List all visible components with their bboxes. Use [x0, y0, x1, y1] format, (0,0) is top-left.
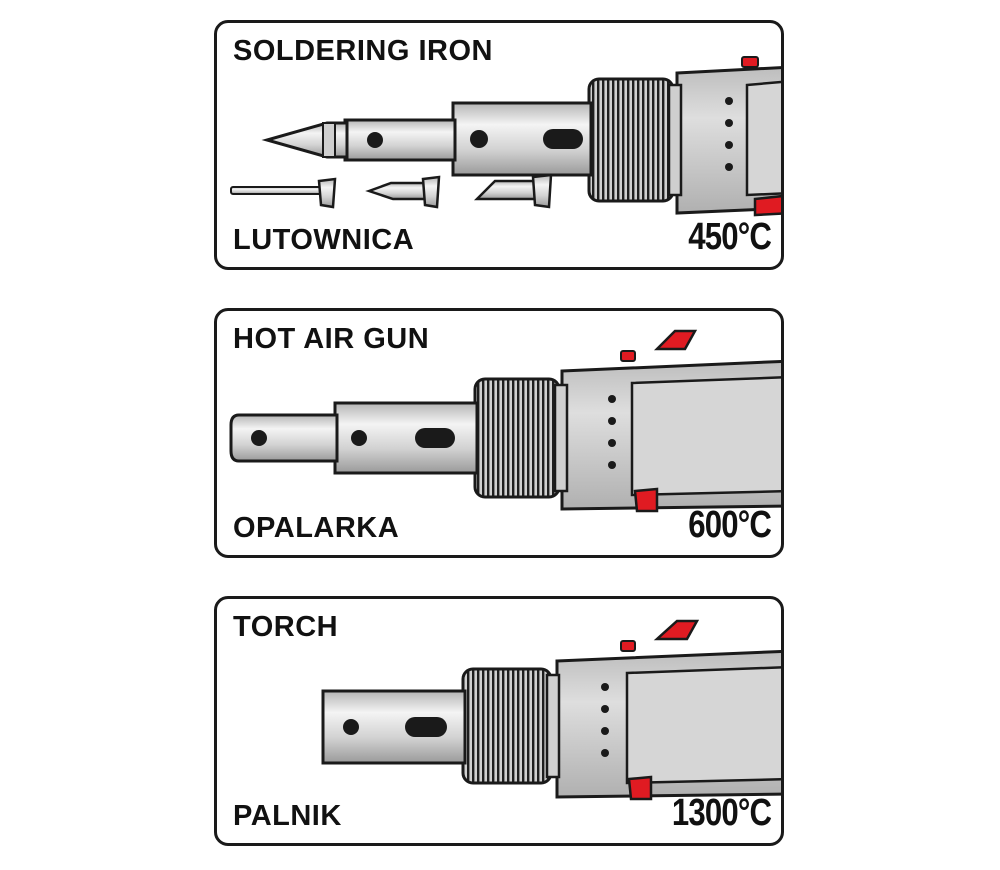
panel-title: SOLDERING IRON — [233, 35, 493, 67]
panel-subtitle: PALNIK — [233, 800, 342, 832]
panel-title: HOT AIR GUN — [233, 323, 430, 355]
hot-air-gun-panel: HOT AIR GUN OPALARKA 600°C — [214, 308, 784, 558]
temperature-value: 450°C — [688, 216, 772, 258]
knurled-nut — [461, 667, 553, 785]
soldering-iron-illustration — [230, 56, 781, 217]
torch-panel: TORCH PALNIK 1300°C — [214, 596, 784, 846]
knurled-nut — [587, 77, 675, 203]
hot-air-gun-illustration — [229, 329, 781, 513]
soldering-iron-panel: SOLDERING IRON LUTOWNICA 450°C — [214, 20, 784, 270]
panel-subtitle: OPALARKA — [233, 512, 400, 544]
tool-handle — [555, 619, 781, 801]
tool-handle — [675, 56, 781, 217]
torch-illustration — [321, 619, 781, 801]
knurled-nut — [473, 377, 561, 499]
temperature-value: 600°C — [688, 504, 772, 546]
panel-subtitle: LUTOWNICA — [233, 224, 415, 256]
temperature-value: 1300°C — [671, 792, 772, 834]
panel-title: TORCH — [233, 611, 339, 643]
air-nozzle — [229, 413, 339, 463]
spare-tips — [230, 173, 553, 209]
tool-handle — [560, 329, 781, 513]
